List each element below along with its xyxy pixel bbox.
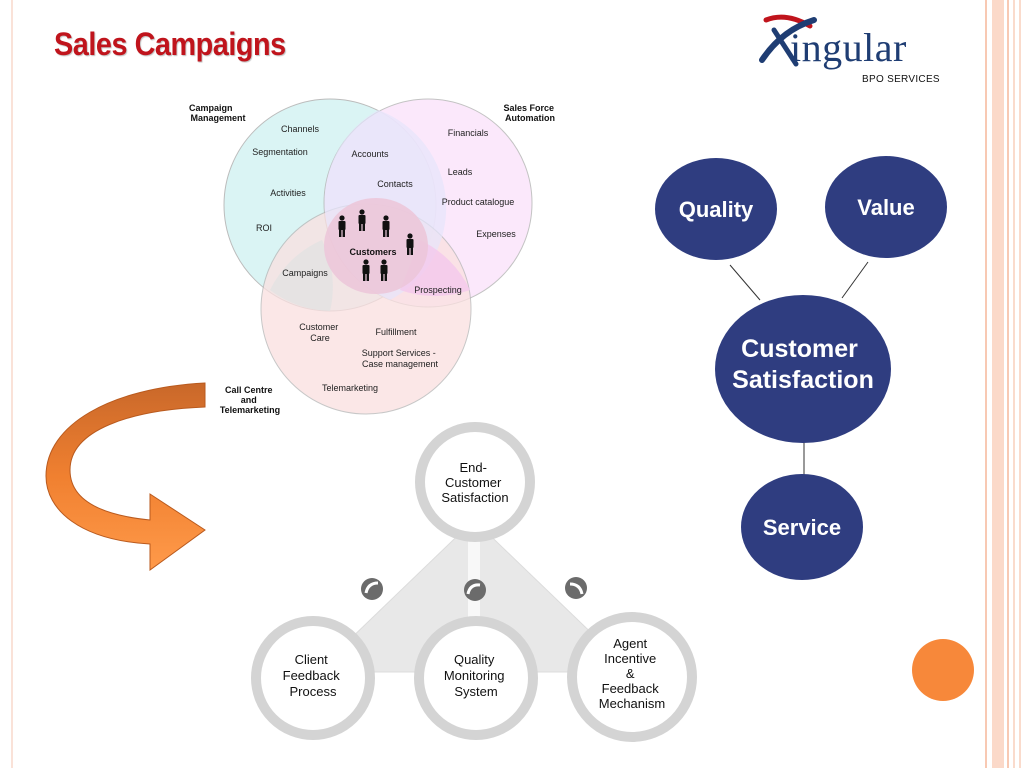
quality-label: Quality (679, 197, 754, 222)
label-call-3: Telemarketing (220, 405, 280, 415)
svg-text:Quality Monitoring: Quality Monitoring System (444, 652, 508, 699)
logo-wordmark: ingular (790, 25, 907, 70)
end-customer-label-2: Customer (445, 475, 502, 490)
label-campaign-1: Campaign (189, 103, 233, 113)
svg-text:Customer Care: Customer Care (299, 322, 341, 343)
quality-monitoring-label-2: Monitoring (444, 668, 505, 683)
item-customer-care-2: Care (310, 333, 330, 343)
slide-diagrams: Campaign Management Sales Force Automati… (45, 98, 974, 742)
label-sales-2: Automation (505, 113, 555, 123)
svg-text:Client Feedback: Client Feedback Process (283, 652, 344, 699)
item-activities: Activities (270, 188, 306, 198)
label-call-2: and (241, 395, 257, 405)
x-swoosh-logo-icon (759, 14, 817, 67)
item-campaigns: Campaigns (282, 268, 328, 278)
service-bubble (741, 474, 863, 580)
agent-incentive-label-4: Feedback (602, 681, 660, 696)
svg-text:Customer Satisfaction: Customer Satisfaction (732, 335, 874, 394)
slide-frame-right (978, 0, 1024, 768)
overlap-campaign-call (270, 240, 333, 311)
customers-people-icon (338, 209, 414, 281)
item-product-catalogue: Product catalogue (442, 197, 515, 207)
label-campaign-2: Management (190, 113, 245, 123)
item-fulfillment: Fulfillment (375, 327, 417, 337)
agent-incentive-label-5: Mechanism (599, 696, 665, 711)
item-expenses: Expenses (476, 229, 516, 239)
company-logo: ingular BPO SERVICES (752, 6, 952, 92)
agent-incentive-label-1: Agent (613, 636, 647, 651)
satisfaction-bubbles: Quality Value Customer Satisfaction Serv… (655, 156, 947, 580)
client-feedback-label-1: Client (295, 652, 329, 667)
item-telemarketing: Telemarketing (322, 383, 378, 393)
client-feedback-label-3: Process (290, 684, 337, 699)
svg-text:Campaign Management: Campaign Management (189, 103, 246, 123)
agent-incentive-label-3: & (626, 666, 635, 681)
quality-monitoring-circle (414, 616, 538, 740)
overlap-center (324, 198, 428, 294)
item-leads: Leads (448, 167, 473, 177)
item-contacts: Contacts (377, 179, 413, 189)
customer-satisfaction-bubble (715, 295, 891, 443)
quality-bubble (655, 158, 777, 260)
customer-satisfaction-label-1: Customer (741, 335, 858, 363)
svg-text:Sales Force Automation: Sales Force Automation (503, 103, 556, 123)
item-support-2: Case management (362, 359, 439, 369)
value-bubble (825, 156, 947, 258)
end-customer-label-1: End- (459, 460, 486, 475)
service-label: Service (763, 515, 841, 540)
client-feedback-label-2: Feedback (283, 668, 341, 683)
svg-text:Agent Incentive: Agent Incentive & Feedback Mechanism (599, 636, 665, 711)
decorative-orange-dot (912, 639, 974, 701)
item-prospecting: Prospecting (414, 285, 462, 295)
value-label: Value (857, 195, 914, 220)
svg-text:Support Services - Cas: Support Services - Case management (362, 348, 439, 369)
svg-text:Call Centre and Te: Call Centre and Telemarketing (220, 385, 280, 415)
connector-icon-left (361, 578, 383, 600)
item-financials: Financials (448, 128, 489, 138)
item-roi: ROI (256, 223, 272, 233)
logo-tagline: BPO SERVICES (862, 74, 940, 85)
customer-satisfaction-label-2: Satisfaction (732, 366, 874, 394)
end-customer-circle (415, 422, 535, 542)
label-call-1: Call Centre (225, 385, 273, 395)
item-support-1: Support Services - (362, 348, 436, 358)
connector-icon-middle (464, 579, 486, 601)
item-segmentation: Segmentation (252, 147, 308, 157)
quality-monitoring-label-1: Quality (454, 652, 495, 667)
svg-text:End- Customer: End- Customer Satisfaction (441, 460, 508, 505)
quality-monitoring-label-3: System (454, 684, 497, 699)
item-customer-care-1: Customer (299, 322, 338, 332)
agent-incentive-circle (567, 612, 697, 742)
curved-arrow-icon (45, 382, 206, 571)
label-sales-1: Sales Force (503, 103, 554, 113)
item-accounts: Accounts (351, 149, 389, 159)
quality-triangle: End- Customer Satisfaction Client Feedba… (251, 422, 697, 742)
slide-frame-left (11, 0, 13, 768)
item-customers: Customers (349, 247, 396, 257)
venn-diagram: Campaign Management Sales Force Automati… (189, 98, 556, 415)
end-customer-label-3: Satisfaction (441, 490, 508, 505)
item-channels: Channels (281, 124, 320, 134)
client-feedback-circle (251, 616, 375, 740)
connector-icon-right (565, 577, 587, 599)
slide-title: Sales Campaigns (54, 26, 286, 62)
agent-incentive-label-2: Incentive (604, 651, 656, 666)
